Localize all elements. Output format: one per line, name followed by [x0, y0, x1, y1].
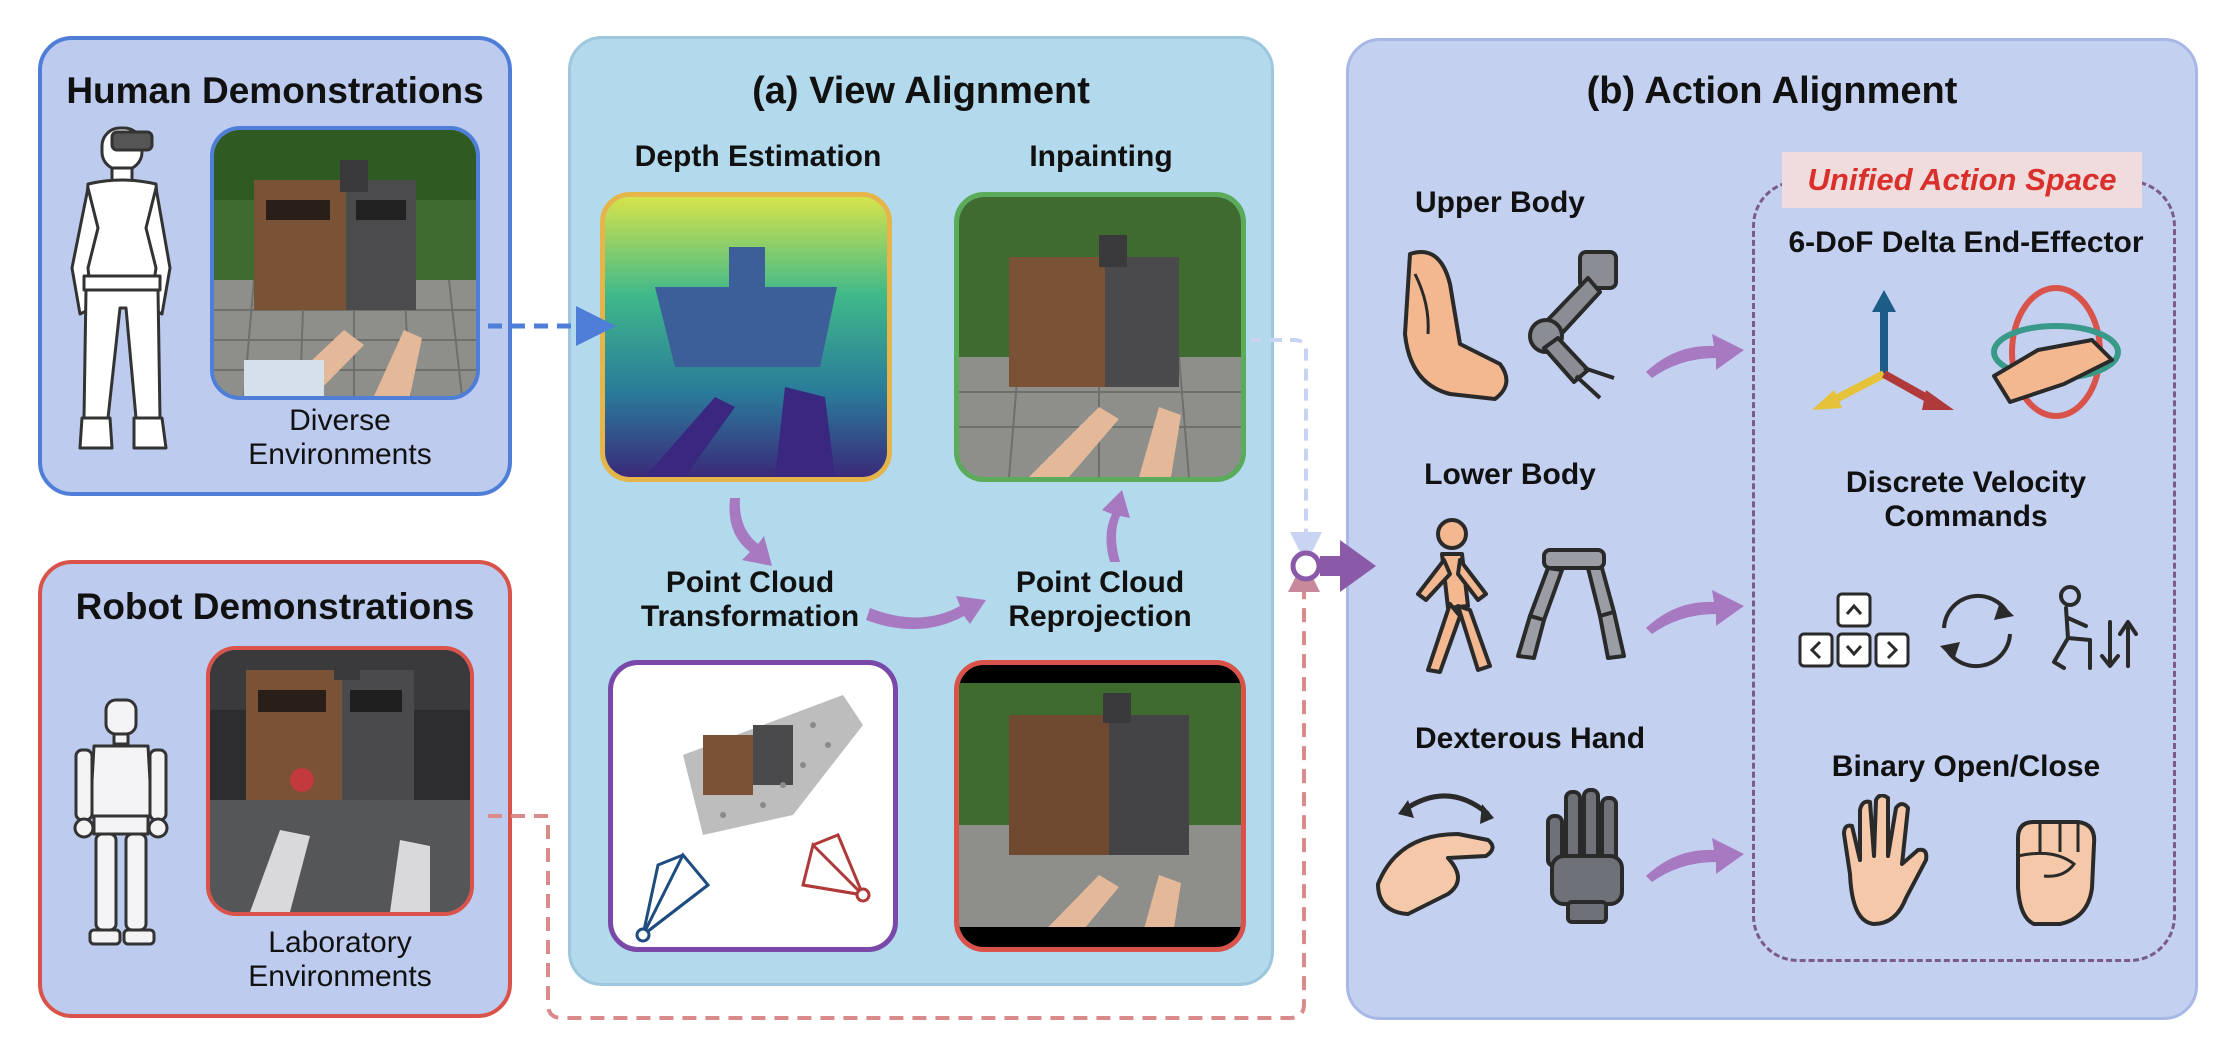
human-arm-icon — [1390, 244, 1520, 404]
view-alignment-title: (a) View Alignment — [752, 70, 1090, 112]
xyz-axes-icon — [1808, 290, 1958, 420]
walking-person-icon — [1398, 516, 1498, 676]
depth-map-image — [600, 192, 892, 482]
merge-point — [1290, 550, 1322, 582]
open-hand-icon — [1830, 794, 1940, 934]
end-effector-label: 6-DoF Delta End-Effector — [1788, 226, 2144, 259]
robot-caption: Laboratory Environments — [248, 926, 432, 993]
robot-arm-icon — [1510, 248, 1630, 408]
point-cloud-image — [608, 660, 898, 952]
squat-height-icon — [2044, 582, 2144, 682]
human-demonstrations-title: Human Demonstrations — [66, 70, 484, 111]
robot-environment-photo — [206, 646, 474, 916]
humanoid-robot-icon — [66, 696, 176, 960]
depth-estimation-label: Depth Estimation — [634, 140, 882, 173]
robot-hand-icon — [1538, 786, 1638, 926]
robot-demonstrations-title: Robot Demonstrations — [75, 586, 475, 627]
inpainted-image — [954, 192, 1246, 482]
unified-action-space-tag — [1782, 152, 2142, 208]
closed-fist-icon — [2004, 808, 2104, 932]
human-environment-photo — [210, 126, 480, 400]
lower-body-label: Lower Body — [1424, 458, 1596, 491]
point-cloud-transformation-label: Point Cloud Transformation — [640, 566, 860, 633]
arrow-keys-icon — [1796, 592, 1912, 672]
rotate-arrows-icon — [1930, 584, 2024, 678]
human-vr-figure-icon — [52, 118, 192, 468]
binary-open-close-label: Binary Open/Close — [1831, 750, 2101, 783]
inpainting-label: Inpainting — [1029, 140, 1173, 173]
action-alignment-title: (b) Action Alignment — [1586, 70, 1958, 112]
human-caption: Diverse Environments — [248, 404, 432, 471]
reprojected-image — [954, 660, 1246, 952]
velocity-commands-label: Discrete Velocity Commands — [1845, 466, 2087, 533]
unified-action-space-title: Unified Action Space — [1807, 162, 2117, 197]
pinching-hand-icon — [1368, 784, 1528, 924]
rotating-hand-icon — [1980, 280, 2130, 430]
dexterous-hand-label: Dexterous Hand — [1414, 722, 1646, 755]
upper-body-label: Upper Body — [1414, 186, 1585, 219]
robot-legs-icon — [1504, 546, 1634, 666]
point-cloud-reprojection-label: Point Cloud Reprojection — [1008, 566, 1192, 633]
